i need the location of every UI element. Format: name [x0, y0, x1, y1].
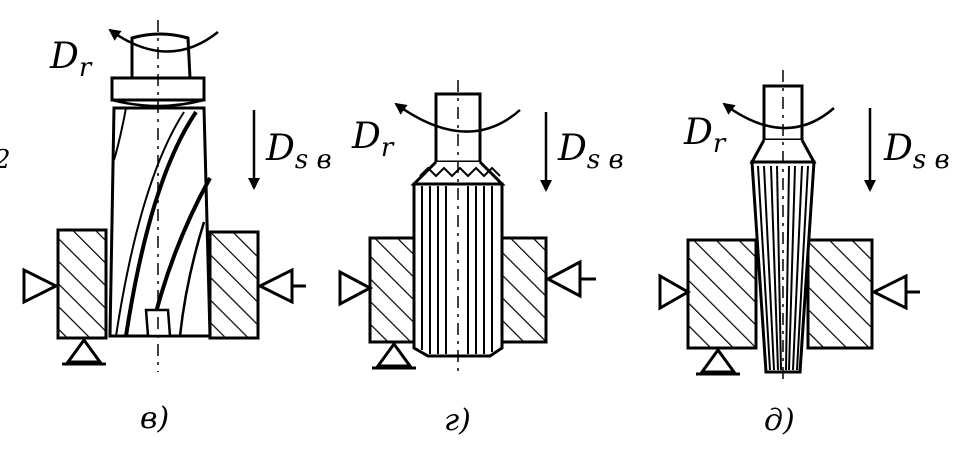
clamp-left: [338, 269, 374, 307]
rotation-label: Dr: [351, 116, 395, 163]
support: [65, 337, 103, 364]
clamp-left: [22, 267, 60, 305]
rotation-arrow: [394, 102, 521, 133]
support: [699, 347, 737, 374]
panel-v: Dr Ds в в): [22, 20, 332, 436]
clamp-right: [870, 273, 908, 311]
panel-d: Dr Ds в д): [658, 70, 950, 438]
feed-label: Ds в: [557, 128, 624, 175]
panel-caption: в): [140, 401, 169, 436]
feed-label: Ds в: [883, 128, 950, 175]
tool-shank: [130, 32, 192, 80]
panel-caption: д): [764, 403, 795, 438]
workpiece-right: [496, 236, 548, 344]
workpiece-left: [56, 228, 108, 340]
rotation-arrow: [108, 28, 219, 53]
clamp-right: [256, 267, 294, 305]
rotation-label: Dr: [683, 112, 727, 159]
feed-label: Ds в: [265, 128, 332, 175]
workpiece-right: [806, 238, 874, 350]
rotation-label: Dr: [49, 36, 93, 83]
clamp-left: [658, 273, 692, 311]
clamp-right: [544, 259, 582, 299]
panel-g: Dr Ds в г): [338, 80, 624, 438]
workpiece-left: [368, 236, 416, 344]
panel-caption: г): [444, 403, 471, 438]
edge-mark: 2: [0, 145, 11, 175]
workpiece-right: [208, 230, 260, 340]
support: [375, 341, 413, 368]
rotation-arrow: [722, 102, 835, 130]
workpiece-left: [686, 238, 758, 350]
